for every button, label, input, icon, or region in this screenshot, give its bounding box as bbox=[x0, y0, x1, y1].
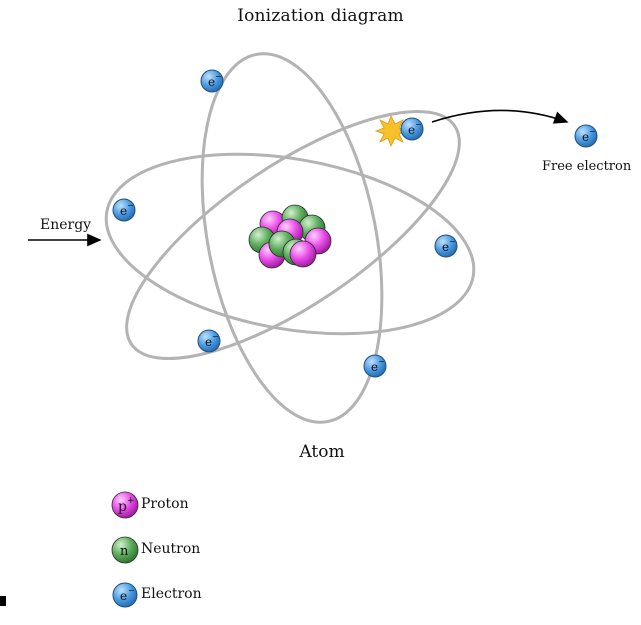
svg-text:−: − bbox=[449, 237, 456, 246]
svg-text:e: e bbox=[442, 240, 449, 254]
legend-label: Neutron bbox=[141, 541, 201, 557]
orbit-vertical bbox=[200, 52, 384, 424]
electron: e − bbox=[200, 69, 224, 93]
svg-text:e: e bbox=[582, 130, 589, 144]
svg-text:−: − bbox=[215, 72, 222, 81]
free-electron: e − bbox=[574, 124, 598, 148]
legend-label: Proton bbox=[141, 496, 189, 512]
nucleus bbox=[248, 204, 332, 269]
corner-mark bbox=[0, 596, 6, 606]
atom-label: Atom bbox=[299, 442, 345, 462]
electron: e − bbox=[434, 234, 458, 258]
svg-text:−: − bbox=[127, 201, 134, 210]
legend-item-neutron: n Neutron bbox=[108, 535, 202, 580]
svg-text:−: − bbox=[128, 586, 135, 595]
legend-item-electron: e − Electron bbox=[108, 580, 202, 625]
svg-text:n: n bbox=[120, 544, 129, 559]
orbit-diagonal bbox=[125, 109, 461, 361]
svg-text:p: p bbox=[118, 499, 127, 515]
legend: p + Proton n Neutron e − Electron bbox=[108, 490, 202, 625]
svg-text:−: − bbox=[378, 357, 385, 366]
spark-icon bbox=[374, 115, 409, 147]
electron: e − bbox=[197, 329, 221, 353]
proton bbox=[289, 240, 317, 268]
svg-text:e: e bbox=[371, 360, 378, 374]
ionization-diagram: e − e − e − e − e − e − e − bbox=[28, 52, 598, 424]
energy-label: Energy bbox=[40, 217, 92, 233]
svg-text:e: e bbox=[120, 204, 127, 218]
legend-label: Electron bbox=[141, 586, 202, 602]
svg-text:−: − bbox=[212, 332, 219, 341]
svg-text:e: e bbox=[408, 123, 415, 137]
proton-icon: p + bbox=[111, 491, 139, 519]
legend-item-proton: p + Proton bbox=[108, 490, 202, 535]
electron: e − bbox=[112, 198, 136, 222]
electron: e − bbox=[400, 117, 424, 141]
svg-text:−: − bbox=[415, 120, 422, 129]
orbits bbox=[104, 52, 476, 424]
svg-text:e: e bbox=[205, 335, 212, 349]
ejection-arrow bbox=[431, 109, 569, 124]
neutron-icon: n bbox=[111, 536, 139, 564]
svg-text:e: e bbox=[208, 75, 215, 89]
diagram-title: Ionization diagram bbox=[237, 6, 404, 26]
svg-text:+: + bbox=[127, 496, 135, 506]
free-electron-label: Free electron bbox=[542, 159, 632, 174]
svg-text:−: − bbox=[589, 127, 596, 136]
electron: e − bbox=[363, 354, 387, 378]
svg-text:e: e bbox=[120, 589, 127, 603]
